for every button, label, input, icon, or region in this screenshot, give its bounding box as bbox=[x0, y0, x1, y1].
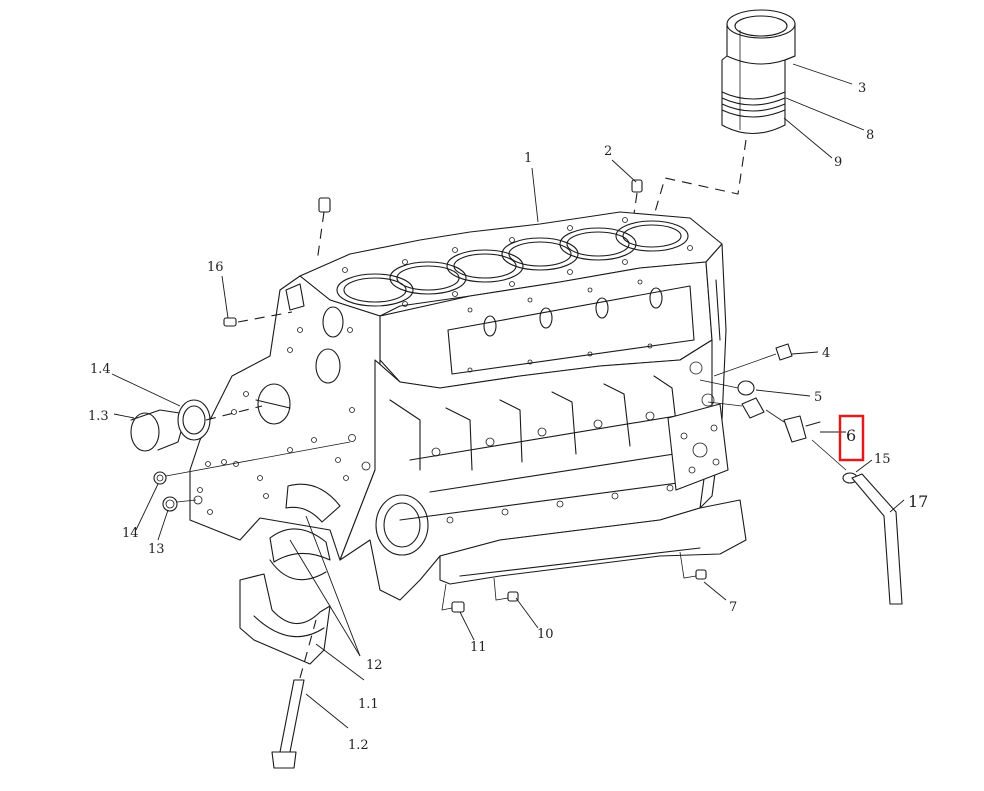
callout-1: 1 bbox=[524, 151, 532, 166]
callout-10: 10 bbox=[537, 627, 554, 642]
callout-1-4: 1.4 bbox=[90, 362, 111, 377]
callout-5: 5 bbox=[814, 390, 822, 405]
fitting-6-parts bbox=[707, 397, 821, 443]
cap-bolt-1-2 bbox=[271, 619, 317, 769]
callout-12: 12 bbox=[366, 658, 383, 673]
bearing-shells-1-3-1-4 bbox=[130, 399, 263, 452]
main-bearing-cap bbox=[239, 573, 331, 665]
cylinder-liner bbox=[721, 9, 796, 134]
callout-4: 4 bbox=[822, 346, 830, 361]
engine-block bbox=[189, 211, 747, 601]
callout-2: 2 bbox=[604, 144, 612, 159]
callout-6: 6 bbox=[846, 426, 856, 445]
callout-8: 8 bbox=[866, 128, 874, 143]
callout-14: 14 bbox=[122, 526, 139, 541]
plug-10 bbox=[493, 577, 519, 602]
callout-11: 11 bbox=[470, 640, 487, 655]
callout-labels: 1 2 3 4 5 6 7 8 9 10 11 12 13 14 15 16 1… bbox=[88, 81, 928, 753]
callout-1-3: 1.3 bbox=[88, 409, 109, 424]
oil-tube-17 bbox=[851, 473, 903, 605]
leader-lines bbox=[111, 63, 905, 729]
plug-14 bbox=[153, 441, 351, 485]
bearing-shell-12 bbox=[269, 483, 341, 581]
callout-1-1: 1.1 bbox=[358, 697, 379, 712]
plug-13 bbox=[162, 496, 197, 512]
plug-7 bbox=[679, 551, 707, 580]
highlight-box-callout-6[interactable] bbox=[838, 414, 865, 462]
callout-9: 9 bbox=[834, 155, 842, 170]
washer-15 bbox=[811, 439, 858, 484]
callout-13: 13 bbox=[148, 542, 165, 557]
callout-16: 16 bbox=[207, 260, 224, 275]
callout-1-2: 1.2 bbox=[348, 738, 369, 753]
fitting-5 bbox=[699, 379, 755, 396]
callout-17: 17 bbox=[908, 492, 928, 511]
dowel-pin-2 bbox=[631, 179, 643, 215]
callout-15: 15 bbox=[874, 452, 891, 467]
callout-3: 3 bbox=[858, 81, 866, 96]
callout-7: 7 bbox=[729, 600, 737, 615]
fitting-4 bbox=[713, 343, 793, 377]
dowel-16 bbox=[223, 311, 293, 327]
plug-11 bbox=[441, 583, 465, 613]
dowel-pin-top-left bbox=[316, 197, 331, 263]
liner-install-path bbox=[654, 139, 747, 213]
